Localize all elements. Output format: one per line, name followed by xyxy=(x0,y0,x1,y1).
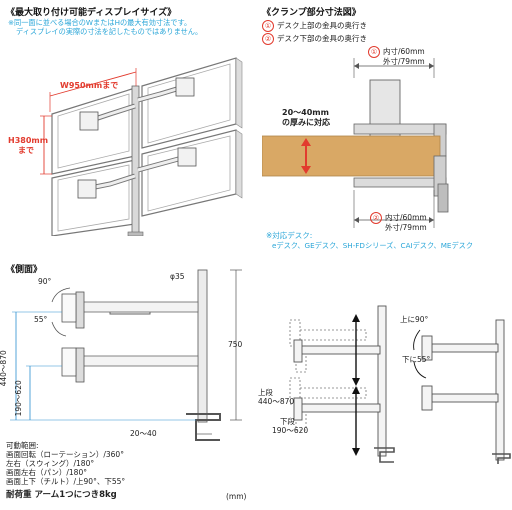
display-size-title: 《最大取り付け可能ディスプレイサイズ》 xyxy=(6,8,177,18)
dim1-number: ① xyxy=(368,46,380,58)
dim1-outer-text: 外寸/79mm xyxy=(383,57,425,66)
clamp-title: 《クランプ部分寸法図》 xyxy=(262,8,361,18)
legend-2-number: ② xyxy=(262,33,274,45)
dim2-outer-text: 外寸/79mm xyxy=(385,223,427,232)
unit-label: (mm) xyxy=(226,492,247,501)
upper-tier-range: 440～870 xyxy=(258,397,295,406)
lower-height-range: 190～620 xyxy=(13,380,23,417)
compat-title: ※対応デスク: xyxy=(266,231,313,240)
side-view-title: 《側面》 xyxy=(6,265,43,275)
legend-1-text: デスク上部の金具の奥行き xyxy=(277,21,367,30)
total-height: 750 xyxy=(228,340,243,349)
height-limit-label-1: H380mm xyxy=(8,136,49,145)
width-limit-label: W950mmまで xyxy=(60,81,119,90)
dim2-inner-text: 内寸/60mm xyxy=(385,213,427,222)
tilt-up-label: 上に90° xyxy=(400,315,429,324)
thickness-label-1: 20～40mm xyxy=(282,108,329,117)
upper-height-range: 440～870 xyxy=(0,350,8,387)
compat-list: eデスク、GEデスク、SH-FDシリーズ、CAIデスク、MEデスク xyxy=(272,241,474,250)
spec-heading: 可動範囲: xyxy=(6,441,39,450)
spec-pan: 画面左右（パン）/180° xyxy=(6,468,87,477)
spec-rotation: 画面回転（ローテーション）/360° xyxy=(6,450,124,459)
thickness-label-2: の厚みに対応 xyxy=(282,118,330,127)
lower-tier-label: 下段 xyxy=(280,417,295,426)
display-size-note-2: ディスプレイの実際の寸法を記したものではありません。 xyxy=(16,27,203,36)
spec-tilt: 画面上下（チルト）/上90°、下55° xyxy=(6,477,126,486)
pole-diameter: φ35 xyxy=(170,272,185,281)
legend-1-number: ① xyxy=(262,20,274,32)
clamp-cross-section-diagram xyxy=(262,58,449,228)
upper-tier-label: 上段 xyxy=(258,388,273,397)
dim1-inner-text: 内寸/60mm xyxy=(383,47,425,56)
lower-tier-range: 190～620 xyxy=(272,426,309,435)
side-view-diagram xyxy=(10,269,242,441)
quad-monitor-illustration xyxy=(40,57,243,236)
clamp-range: 20～40 xyxy=(130,429,157,438)
side-angle-top: 90° xyxy=(38,277,52,286)
side-angle-mid: 55° xyxy=(34,315,48,324)
tilt-range-diagram xyxy=(289,305,511,464)
legend-2-text: デスク下部の金具の奥行き xyxy=(277,34,367,43)
height-limit-label-2: まで xyxy=(18,146,34,155)
dim2-number: ② xyxy=(370,212,382,224)
display-size-note-1: ※同一面に並べる場合のWまたはHの最大有効寸法です。 xyxy=(8,18,192,27)
load-capacity: 耐荷重 アーム1つにつき8kg xyxy=(6,490,117,500)
tilt-down-label: 下に55° xyxy=(402,355,431,364)
spec-swing: 左右（スウィング）/180° xyxy=(6,459,95,468)
